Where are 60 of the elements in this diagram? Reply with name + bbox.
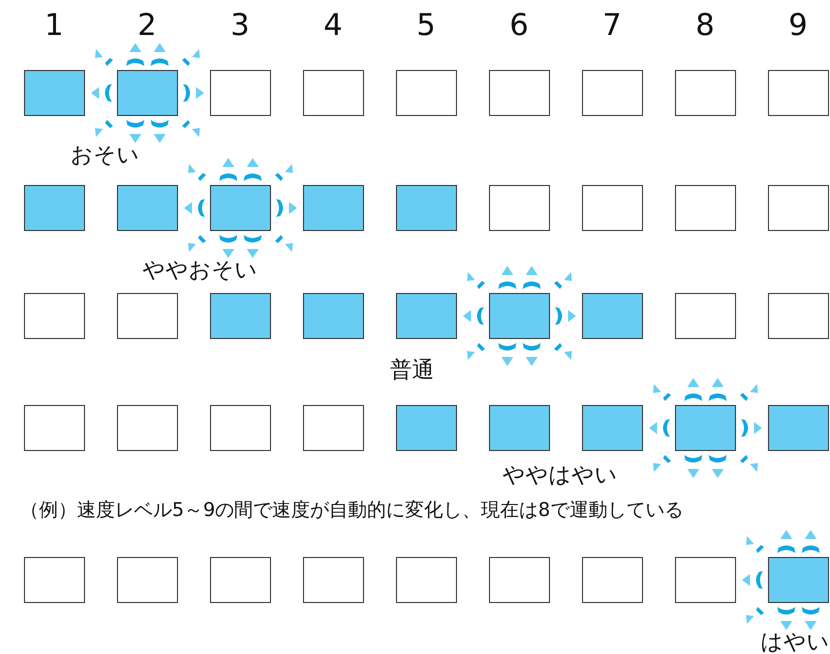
column-number: 6 <box>510 8 529 43</box>
speed-label: 普通 <box>390 357 434 385</box>
filled-level-box <box>303 293 364 339</box>
highlighted-level-box <box>768 557 829 603</box>
empty-level-box <box>489 185 550 231</box>
empty-level-box <box>675 557 736 603</box>
filled-level-box <box>768 405 829 451</box>
empty-level-box <box>210 557 271 603</box>
empty-level-box <box>210 70 271 116</box>
empty-level-box <box>303 70 364 116</box>
empty-level-box <box>117 557 178 603</box>
empty-level-box <box>210 405 271 451</box>
highlighted-level-box <box>675 405 736 451</box>
empty-level-box <box>303 405 364 451</box>
filled-level-box <box>396 185 457 231</box>
empty-level-box <box>489 70 550 116</box>
empty-level-box <box>117 293 178 339</box>
column-number: 8 <box>696 8 715 43</box>
filled-level-box <box>303 185 364 231</box>
empty-level-box <box>303 557 364 603</box>
empty-level-box <box>489 557 550 603</box>
column-number: 9 <box>788 8 808 43</box>
speed-label: ややおそい <box>142 257 258 285</box>
empty-level-box <box>24 557 85 603</box>
empty-level-box <box>582 557 643 603</box>
column-number: 1 <box>44 8 64 43</box>
filled-level-box <box>117 185 178 231</box>
empty-level-box <box>675 185 736 231</box>
filled-level-box <box>582 293 643 339</box>
empty-level-box <box>582 185 643 231</box>
empty-level-box <box>768 293 829 339</box>
highlighted-level-box <box>210 185 271 231</box>
empty-level-box <box>396 70 457 116</box>
filled-level-box <box>24 70 85 116</box>
column-number: 4 <box>324 8 343 43</box>
empty-level-box <box>768 185 829 231</box>
empty-level-box <box>582 70 643 116</box>
empty-level-box <box>24 293 85 339</box>
column-number: 2 <box>138 8 157 43</box>
empty-level-box <box>396 557 457 603</box>
example-note: （例）速度レベル5～9の間で速度が自動的に変化し、現在は8で運動している <box>20 498 684 523</box>
filled-level-box <box>396 293 457 339</box>
empty-level-box <box>24 405 85 451</box>
filled-level-box <box>210 293 271 339</box>
filled-level-box <box>24 185 85 231</box>
empty-level-box <box>768 70 829 116</box>
column-number: 5 <box>416 8 436 43</box>
highlighted-level-box <box>489 293 550 339</box>
empty-level-box <box>675 70 736 116</box>
filled-level-box <box>582 405 643 451</box>
speed-label: おそい <box>70 142 140 170</box>
filled-level-box <box>489 405 550 451</box>
speed-label: ややはやい <box>502 462 618 490</box>
filled-level-box <box>396 405 457 451</box>
highlighted-level-box <box>117 70 178 116</box>
empty-level-box <box>117 405 178 451</box>
column-number: 7 <box>602 8 622 43</box>
empty-level-box <box>675 293 736 339</box>
speed-label: はやい <box>760 629 830 654</box>
column-number: 3 <box>230 8 250 43</box>
